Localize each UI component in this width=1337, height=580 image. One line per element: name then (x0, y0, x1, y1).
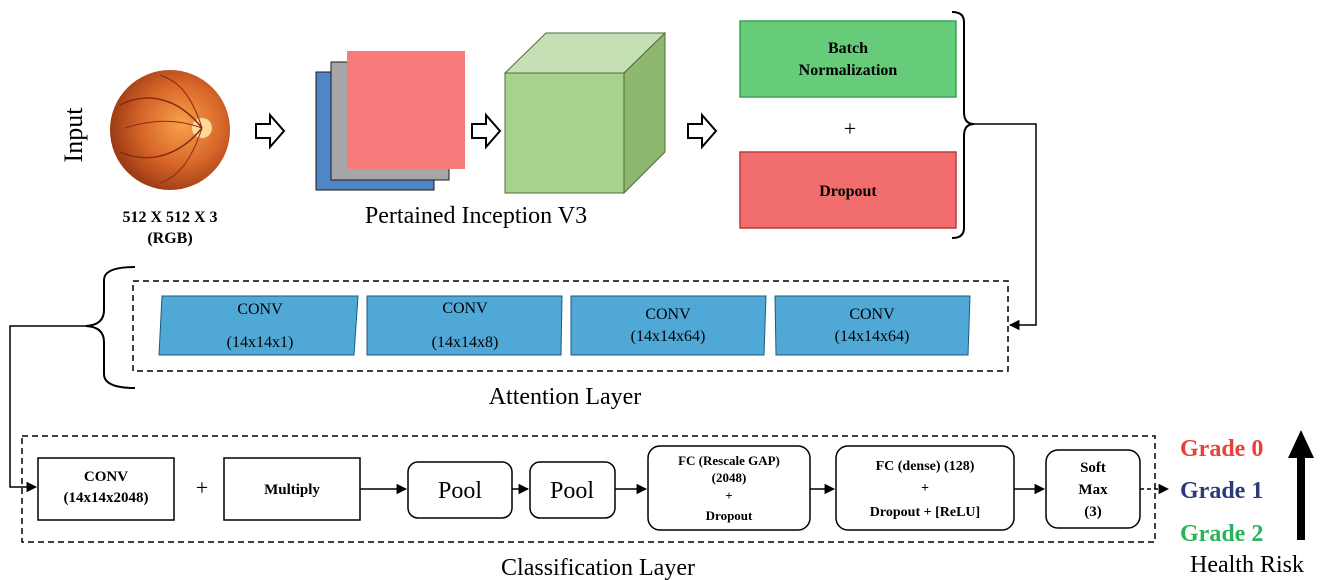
svg-text:Soft: Soft (1080, 460, 1106, 476)
svg-text:Dropout: Dropout (706, 508, 753, 523)
grade-1-label: Grade 1 (1180, 478, 1263, 504)
fc-dense-box (835, 445, 1015, 531)
svg-text:CONV: CONV (645, 306, 691, 323)
input-channels: (RGB) (147, 230, 192, 247)
input-label: Input (59, 107, 88, 163)
svg-text:+: + (725, 488, 732, 503)
flow-arrow-icon (687, 112, 718, 150)
inception-caption: Pertained Inception V3 (365, 203, 587, 229)
svg-text:Dropout + [ReLU]: Dropout + [ReLU] (870, 505, 980, 520)
svg-text:(14x14x64): (14x14x64) (631, 328, 706, 345)
multiply-box (223, 457, 361, 521)
attention-conv-block: CONV (14x14x64) (774, 295, 971, 356)
health-risk-label: Health Risk (1190, 552, 1304, 578)
svg-text:Max: Max (1078, 482, 1108, 498)
grade-2-label: Grade 2 (1180, 521, 1263, 547)
dropout-box (739, 151, 957, 229)
svg-text:Pool: Pool (438, 478, 482, 504)
pool-box (529, 461, 616, 519)
inception-cube (503, 31, 667, 195)
svg-text:Multiply: Multiply (264, 482, 320, 498)
input-size: 512 X 512 X 3 (122, 209, 217, 226)
grade-0-label: Grade 0 (1180, 436, 1263, 462)
batch-norm-label: Normalization (799, 62, 898, 79)
retina-image (110, 70, 230, 190)
conv-2048-box (37, 457, 175, 521)
attention-conv-block: CONV (14x14x64) (570, 295, 767, 356)
risk-arrow-icon (1288, 430, 1314, 540)
svg-text:CONV: CONV (849, 306, 895, 323)
svg-text:(3): (3) (1084, 504, 1102, 520)
bn-plus: + (844, 116, 856, 141)
svg-text:(14x14x8): (14x14x8) (432, 334, 499, 351)
svg-text:+: + (921, 481, 929, 496)
attention-layer-frame (132, 280, 1009, 372)
svg-text:(14x14x1): (14x14x1) (227, 334, 294, 351)
fc-gap-box (647, 445, 811, 531)
flow-arrow-icon (255, 112, 286, 150)
svg-text:FC (dense) (128): FC (dense) (128) (876, 459, 975, 474)
svg-text:CONV: CONV (237, 301, 283, 318)
svg-text:CONV: CONV (442, 300, 488, 317)
attention-caption: Attention Layer (489, 384, 642, 410)
connector-attention-classification (9, 325, 86, 493)
pool-box (407, 461, 513, 519)
feature-map-stack (315, 51, 465, 191)
svg-text:(14x14x64): (14x14x64) (835, 328, 910, 345)
classification-caption: Classification Layer (501, 555, 695, 580)
attention-conv-block: CONV (14x14x1) (158, 295, 359, 356)
connector-bn-attention (972, 123, 1037, 331)
svg-text:(2048): (2048) (712, 470, 747, 485)
svg-text:Pool: Pool (550, 478, 594, 504)
attention-conv-block: CONV (14x14x8) (366, 295, 563, 356)
batch-norm-label: Batch (828, 40, 868, 57)
batch-norm-box (739, 20, 957, 98)
classification-plus: + (196, 475, 208, 500)
flow-arrow-icon (471, 112, 502, 150)
attention-group-brace (85, 266, 136, 389)
svg-text:CONV: CONV (84, 469, 128, 485)
svg-text:FC (Rescale GAP): FC (Rescale GAP) (678, 453, 780, 468)
dropout-label: Dropout (819, 183, 877, 200)
svg-text:(14x14x2048): (14x14x2048) (64, 490, 149, 506)
